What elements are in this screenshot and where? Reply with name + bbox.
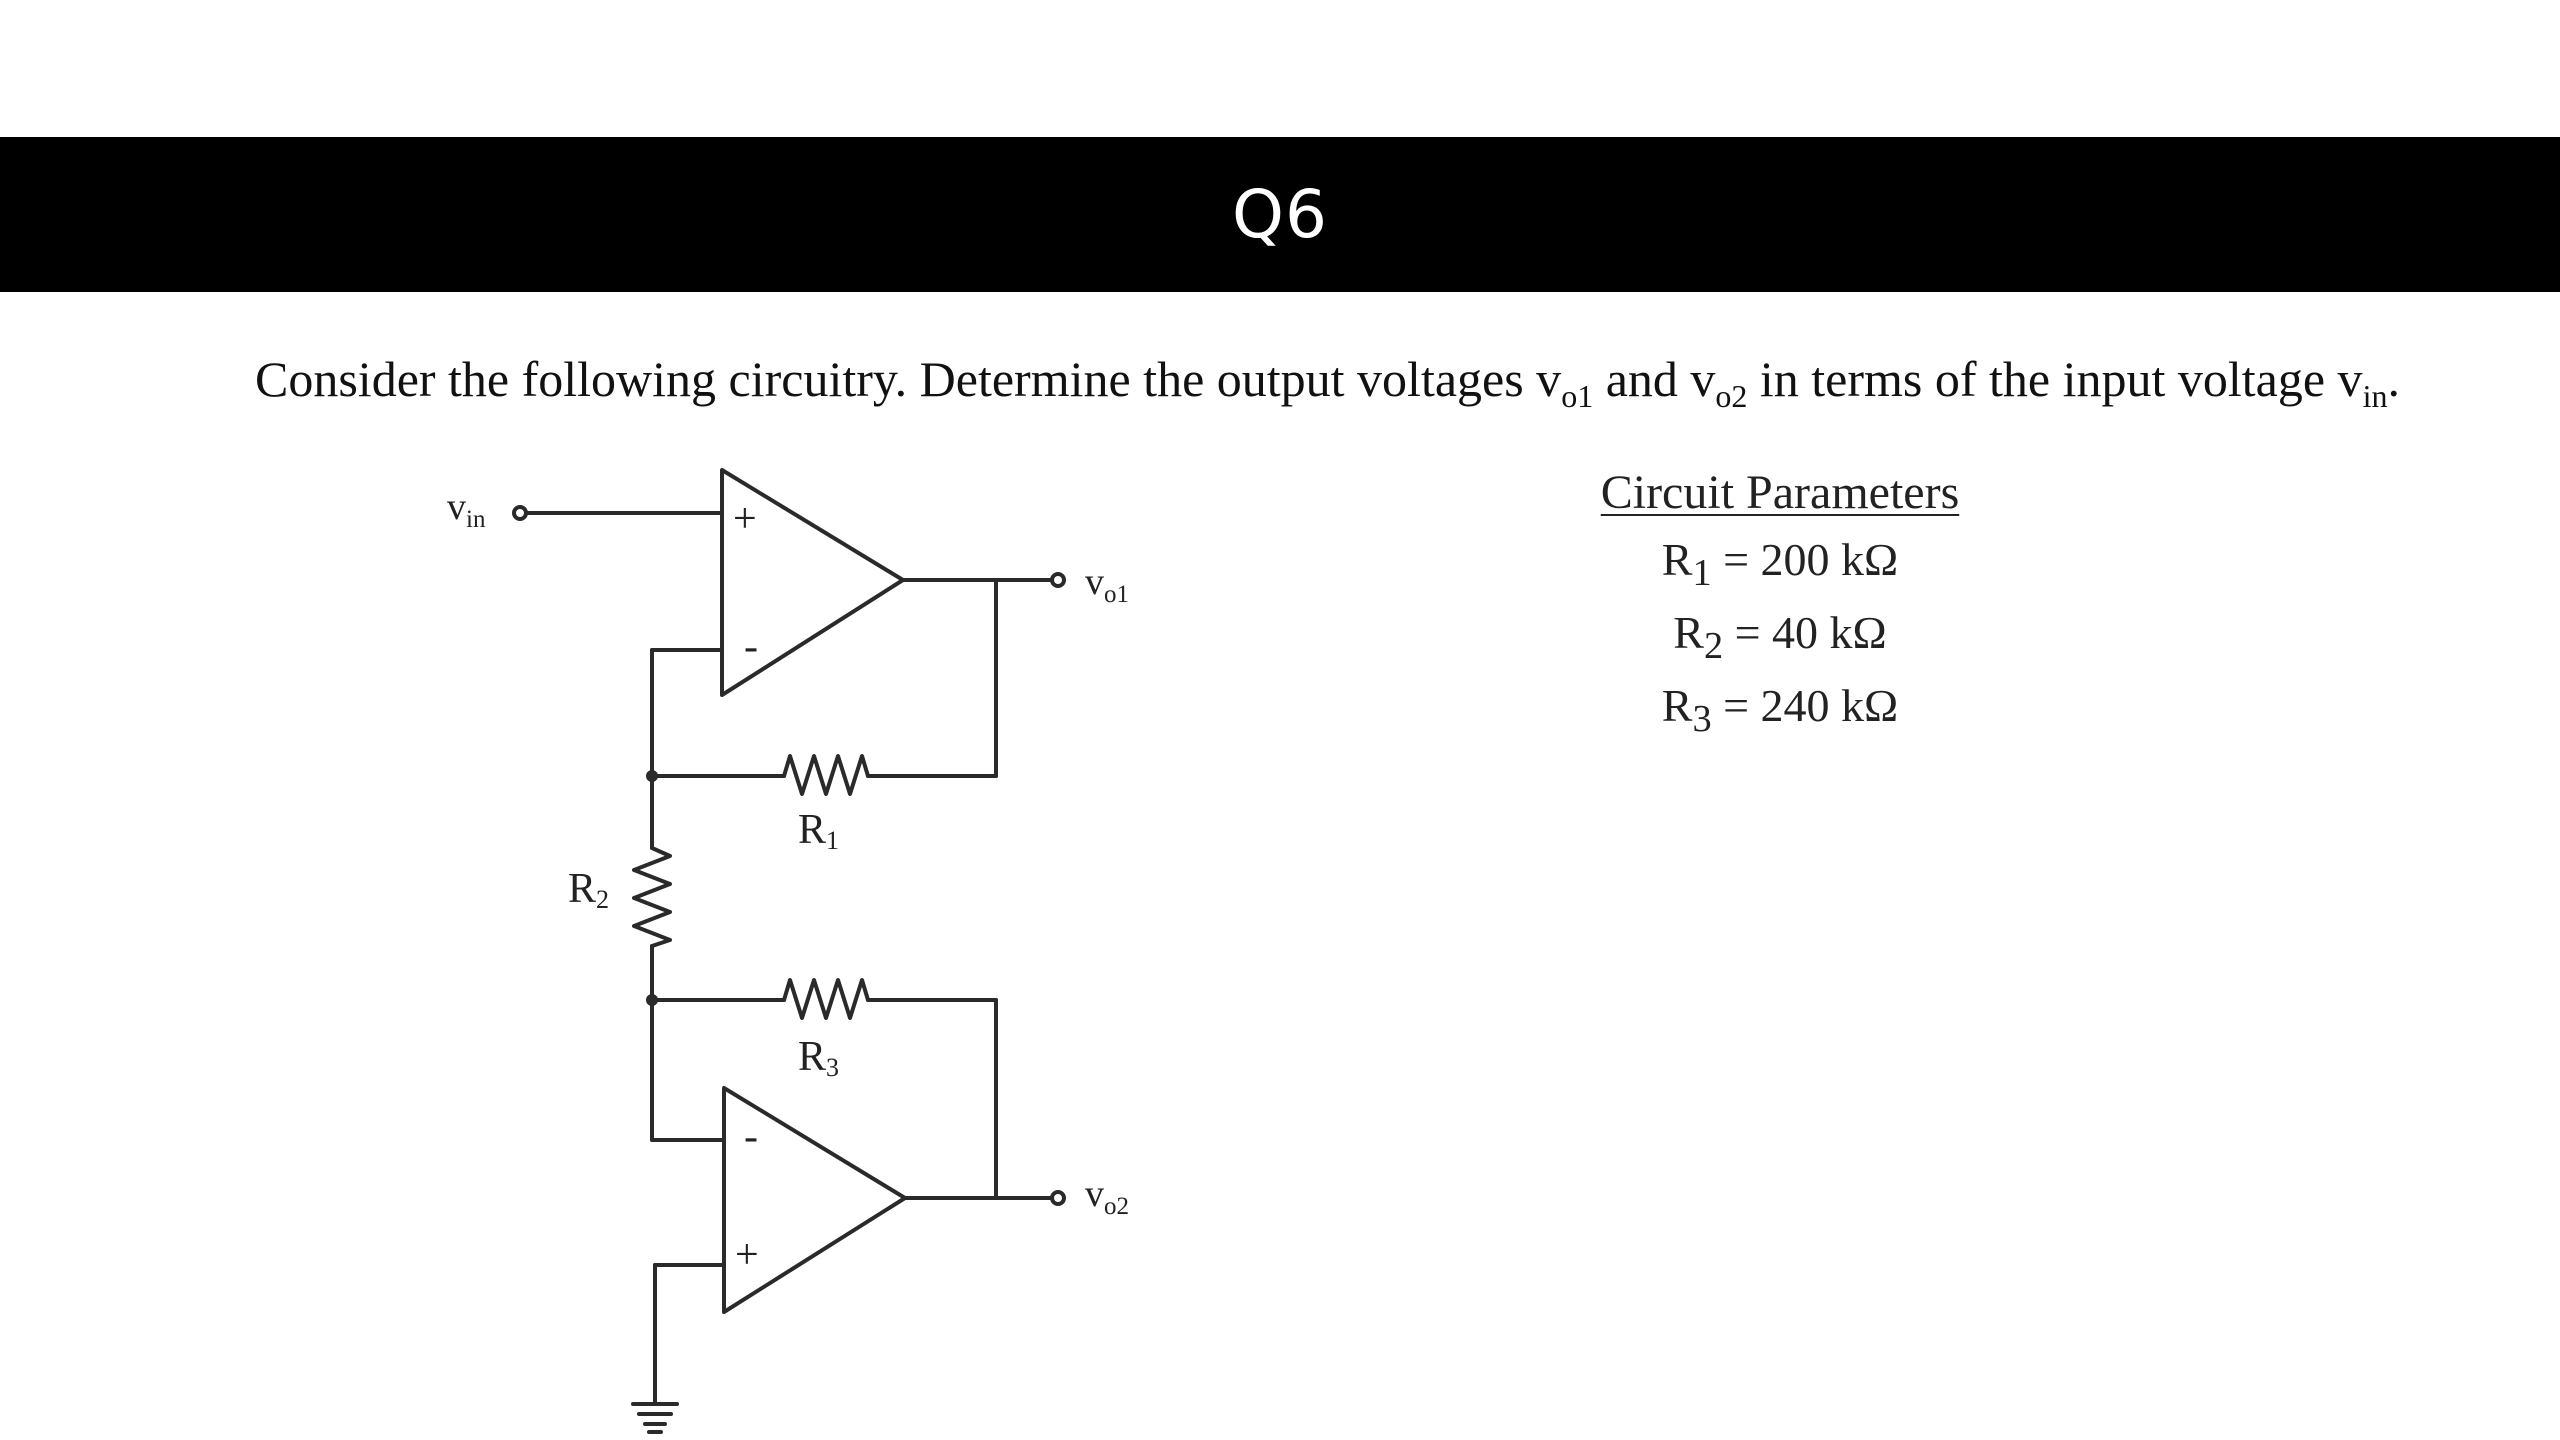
vo1-label-main: v <box>1085 561 1104 603</box>
param-r3-sub: 3 <box>1692 698 1712 741</box>
vin-label-main: v <box>447 486 466 528</box>
param-r3-value: = 240 kΩ <box>1711 680 1899 732</box>
opamp2-plus-sign: + <box>735 1232 759 1278</box>
vin-label-sub: in <box>466 506 486 533</box>
slide-title: Q6 <box>1232 176 1328 253</box>
problem-text-part2: and v <box>1593 351 1716 407</box>
vo2-label-sub: o2 <box>1104 1193 1129 1220</box>
r2-resistor <box>632 846 672 948</box>
r3-label-sub: 3 <box>826 1053 839 1082</box>
param-r1-value: = 200 kΩ <box>1711 534 1899 585</box>
opamp1-triangle <box>720 468 905 697</box>
param-r3-name: R <box>1661 680 1693 732</box>
vo2-label: vo2 <box>1085 1173 1129 1220</box>
r2-label: R2 <box>568 866 609 914</box>
param-row-r1: R1 = 200 kΩ <box>1560 530 2000 603</box>
problem-text-part1: Consider the following circuitry. Determ… <box>255 351 1562 407</box>
param-row-r3: R3 = 240 kΩ <box>1560 676 2000 749</box>
r1-label: R1 <box>798 807 839 855</box>
circuit-parameters-title: Circuit Parameters <box>1600 466 1960 519</box>
param-r1-sub: 1 <box>1692 552 1712 595</box>
vo1-label: vo1 <box>1085 561 1129 608</box>
problem-sub-vin: in <box>2362 378 2388 414</box>
param-r2-name: R <box>1673 607 1704 659</box>
r2-label-sub: 2 <box>596 885 609 914</box>
r1-label-sub: 1 <box>826 826 839 855</box>
param-r2-value: = 40 kΩ <box>1723 607 1887 659</box>
junction-r3-node <box>646 994 658 1006</box>
problem-statement: Consider the following circuitry. Determ… <box>255 350 2455 415</box>
vo2-label-main: v <box>1085 1173 1104 1215</box>
r1-resistor <box>782 754 870 796</box>
vin-label: vin <box>447 486 486 533</box>
param-r1-name: R <box>1661 534 1693 585</box>
param-row-r2: R2 = 40 kΩ <box>1560 603 2000 676</box>
title-bar: Q6 <box>0 137 2560 292</box>
param-r2-sub: 2 <box>1703 625 1724 668</box>
vo1-terminal <box>1050 572 1066 588</box>
problem-text-part3: in terms of the input voltage v <box>1747 351 2363 407</box>
r3-resistor <box>782 978 870 1020</box>
junction-r1-node <box>646 770 658 782</box>
problem-sub-vo1: o1 <box>1561 378 1594 414</box>
vo1-label-sub: o1 <box>1104 581 1129 608</box>
opamp2-minus-sign: - <box>744 1114 758 1160</box>
opamp2-triangle <box>722 1086 907 1314</box>
r1-label-main: R <box>798 807 826 853</box>
r2-label-main: R <box>568 866 596 912</box>
r3-label: R3 <box>798 1034 839 1082</box>
problem-text-part4: . <box>2387 351 2400 407</box>
circuit-parameters: Circuit Parameters R1 = 200 kΩ R2 = 40 k… <box>1560 465 2000 750</box>
vo2-terminal <box>1050 1190 1066 1206</box>
problem-sub-vo2: o2 <box>1715 378 1748 414</box>
opamp1-minus-sign: - <box>744 624 758 670</box>
r3-label-main: R <box>798 1034 826 1080</box>
opamp1-plus-sign: + <box>733 496 757 542</box>
